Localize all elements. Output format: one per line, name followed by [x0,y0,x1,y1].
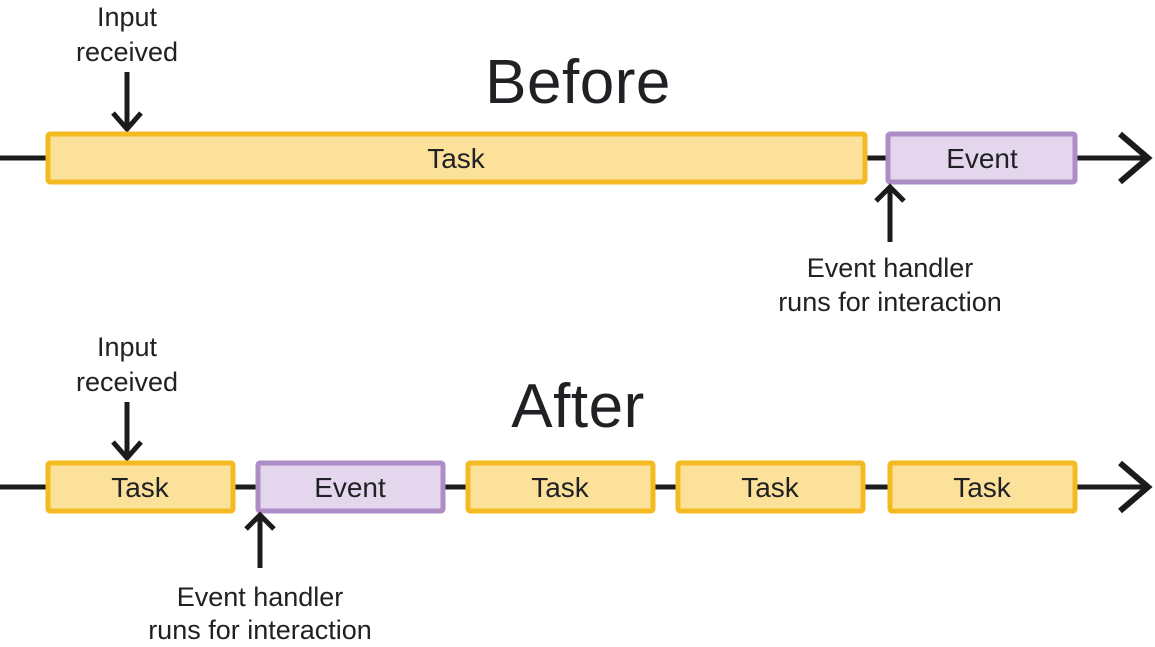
handler-label-line1: Event handler [807,253,974,283]
arrow-down-icon [111,440,143,462]
after-task-bar-2 [465,460,656,514]
handler-label-line1: Event handler [177,582,344,612]
before-task-bar-label: Task [427,143,486,174]
input-label-line1: Input [97,2,158,32]
after-task-bar-3-label: Task [741,472,800,503]
before-section: Before Input received Task Event Event h… [0,2,1153,317]
after-event-bar [255,460,446,514]
handler-label-line2: runs for interaction [148,615,372,645]
after-event-bar-label: Event [314,472,386,503]
arrow-down-icon [111,111,143,133]
before-title: Before [485,48,671,117]
arrow-up-icon [874,183,906,203]
after-task-bar-4-label: Task [953,472,1012,503]
arrow-up-icon [244,511,276,531]
after-input-annotation: Input received [76,332,178,462]
before-event-bar [885,131,1078,185]
after-section: After Input received Task Event Task Tas… [0,332,1153,645]
after-task-bar-3 [675,460,866,514]
before-task-bar [45,131,868,185]
handler-label-line2: runs for interaction [778,287,1002,317]
after-task-bar-2-label: Task [531,472,590,503]
before-input-annotation: Input received [76,2,178,133]
after-handler-annotation: Event handler runs for interaction [148,511,372,645]
input-label-line2: received [76,367,178,397]
after-title: After [511,372,644,441]
input-label-line2: received [76,37,178,67]
after-task-bar-1-label: Task [111,472,170,503]
input-label-line1: Input [97,332,158,362]
after-task-bar-1 [45,460,236,514]
before-event-bar-label: Event [946,143,1018,174]
after-timeline-arrowhead-icon [1118,460,1153,514]
before-timeline-arrowhead-icon [1118,131,1153,185]
after-task-bar-4 [887,460,1078,514]
before-handler-annotation: Event handler runs for interaction [778,183,1002,317]
